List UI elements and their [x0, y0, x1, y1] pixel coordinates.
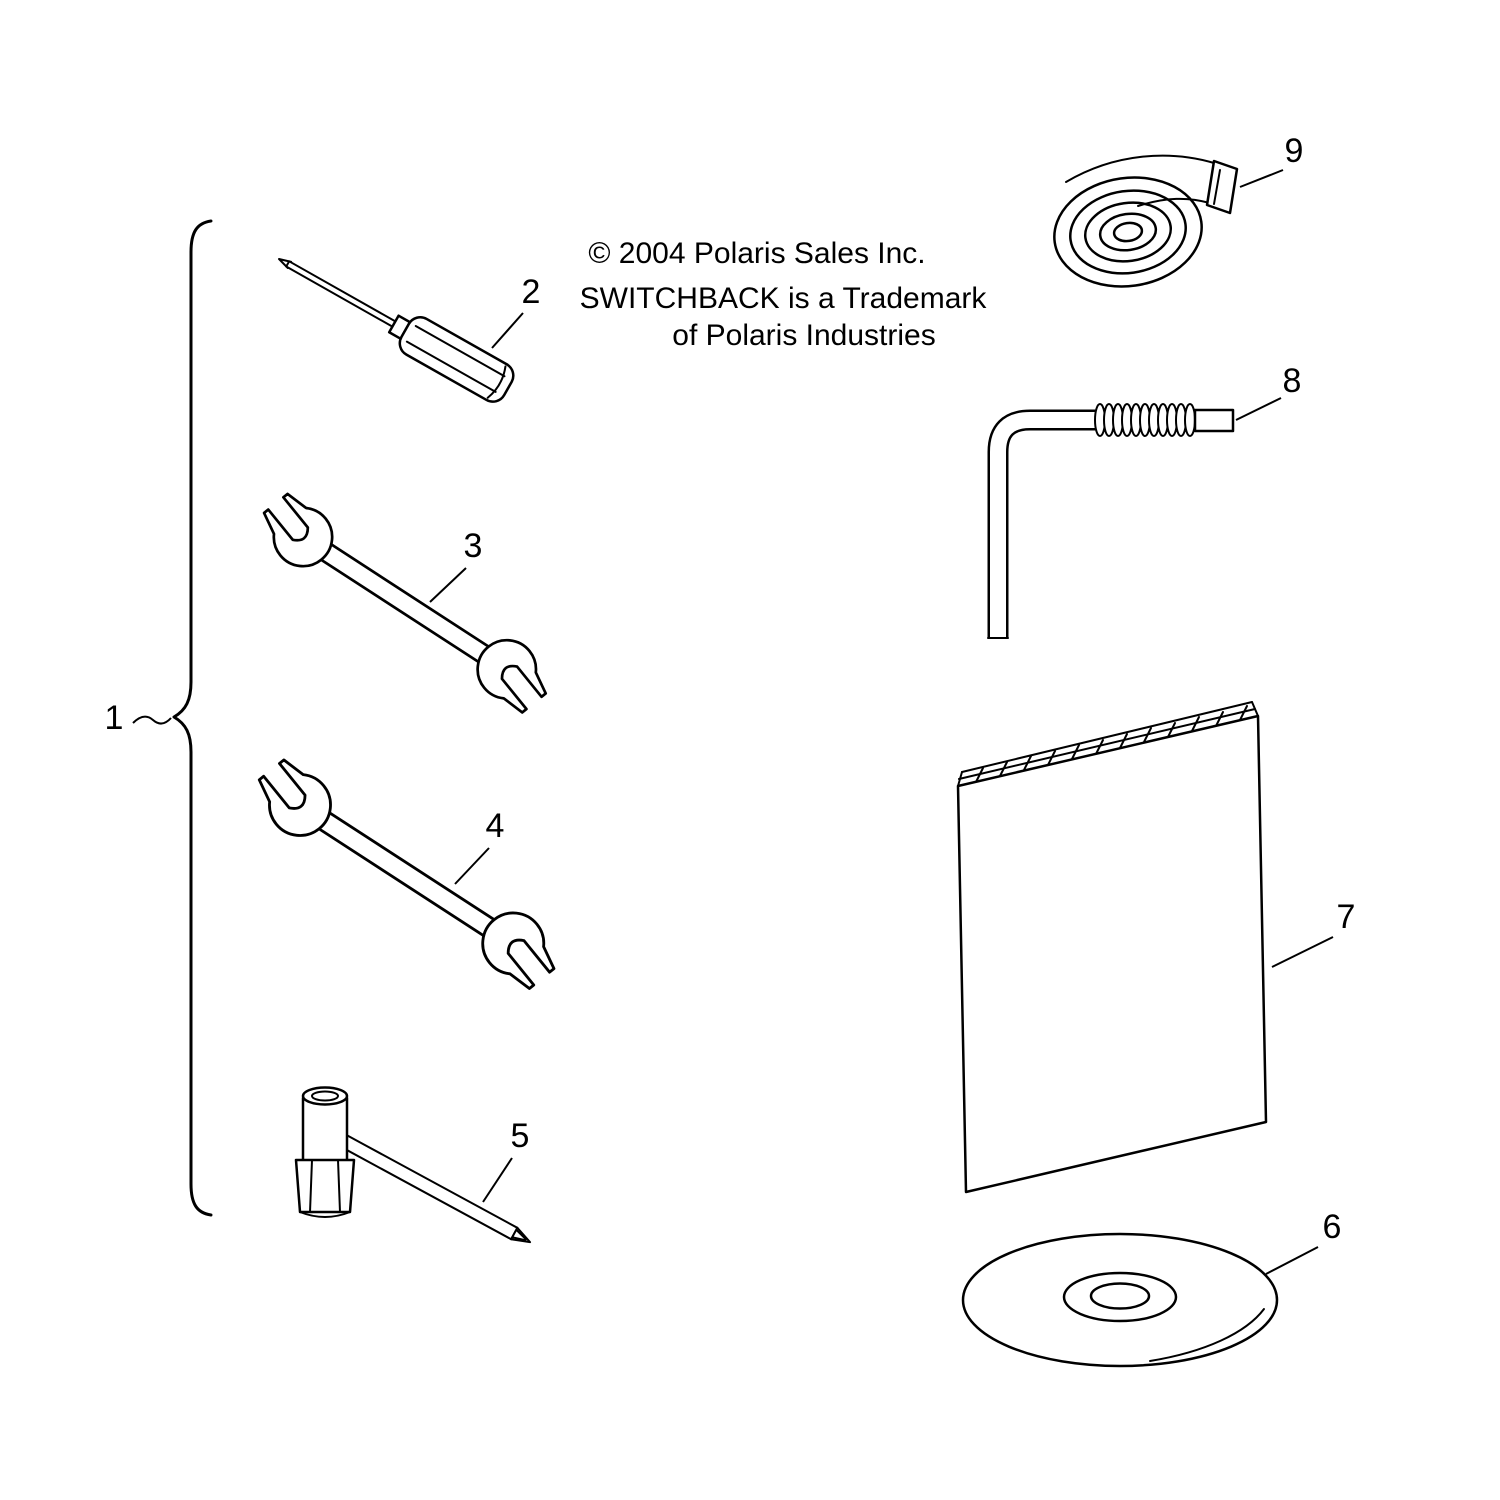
- callout-2: 2: [522, 273, 541, 311]
- leader-line-8: [1235, 397, 1282, 421]
- socket-hex-bottom: [299, 1211, 351, 1218]
- callout-4: 4: [486, 807, 505, 845]
- screwdriver: [278, 258, 515, 403]
- manual-page-edge: [961, 701, 1253, 773]
- socket-tube-bore: [311, 1090, 339, 1102]
- hex-wrench-body-inner: [990, 412, 1214, 638]
- socket-hex-facet: [309, 1159, 313, 1213]
- wrench-large: [233, 740, 581, 1008]
- leader-line-5: [482, 1157, 513, 1203]
- wrench-small: [239, 475, 572, 731]
- copyright-line-1: © 2004 Polaris Sales Inc.: [588, 237, 925, 270]
- socket-tube-body: [303, 1096, 347, 1160]
- manual-page-edge: [957, 771, 963, 787]
- copyright-line-3: of Polaris Industries: [672, 319, 935, 352]
- socket-hex: [294, 1158, 356, 1214]
- callout-7: 7: [1337, 898, 1356, 936]
- cd-hole: [1089, 1282, 1151, 1310]
- leader-line-6: [1265, 1246, 1319, 1275]
- socket-hex-facet: [337, 1159, 341, 1213]
- strap-tail-top-edge: [1065, 154, 1215, 183]
- copyright-block: © 2004 Polaris Sales Inc. SWITCHBACK is …: [580, 237, 988, 352]
- spark-plug-wrench: [294, 1086, 532, 1244]
- strap-roll-core: [1112, 221, 1144, 243]
- leader-line-2: [491, 312, 524, 349]
- screwdriver-handle-flute: [405, 340, 497, 393]
- copyright-line-2: SWITCHBACK is a Trademark: [580, 282, 988, 315]
- strap-end-loop: [1205, 159, 1239, 215]
- cd-edge-thickness: [1149, 1308, 1265, 1362]
- screwdriver-blade: [285, 260, 397, 328]
- screwdriver-handle-flute: [414, 325, 506, 378]
- hex-wrench: [987, 403, 1235, 639]
- manual-page-edge: [958, 708, 1256, 780]
- spark-plug-wrench-bar: [337, 1133, 519, 1241]
- callout-8: 8: [1283, 362, 1302, 400]
- group-bracket: [172, 219, 213, 1217]
- manual-page-edge: [1251, 701, 1259, 717]
- callout-5: 5: [511, 1117, 530, 1155]
- strap-end-loop-opening: [1213, 169, 1221, 205]
- strap-roll: [1053, 176, 1203, 288]
- phillips-groove: [516, 1229, 527, 1241]
- manual-page-edge-hatch: [975, 705, 1248, 783]
- callout-9: 9: [1285, 132, 1304, 170]
- strap: [1053, 154, 1239, 288]
- callout-3: 3: [464, 527, 483, 565]
- leader-line-3: [429, 567, 467, 603]
- callout-1: 1: [105, 699, 124, 737]
- phillips-groove: [512, 1236, 527, 1242]
- strap-tail-bottom-edge: [1137, 197, 1211, 207]
- screwdriver-handle: [398, 316, 515, 403]
- screwdriver-handle-cap: [486, 365, 507, 399]
- leader-line-7: [1271, 936, 1334, 968]
- manual: [956, 701, 1268, 1194]
- manual-front-cover: [956, 714, 1268, 1194]
- hex-wrench-coil: [1094, 403, 1196, 437]
- leader-line-1: [132, 715, 172, 725]
- leader-line-9: [1239, 169, 1284, 188]
- hex-wrench-body-outer: [987, 409, 1214, 638]
- callout-6: 6: [1323, 1208, 1342, 1246]
- hex-wrench-tip: [1193, 408, 1235, 433]
- socket-tube-opening: [301, 1086, 349, 1106]
- spark-plug-wrench-shaft: [337, 1133, 532, 1244]
- leader-line-4: [454, 847, 490, 885]
- cd: [961, 1232, 1279, 1368]
